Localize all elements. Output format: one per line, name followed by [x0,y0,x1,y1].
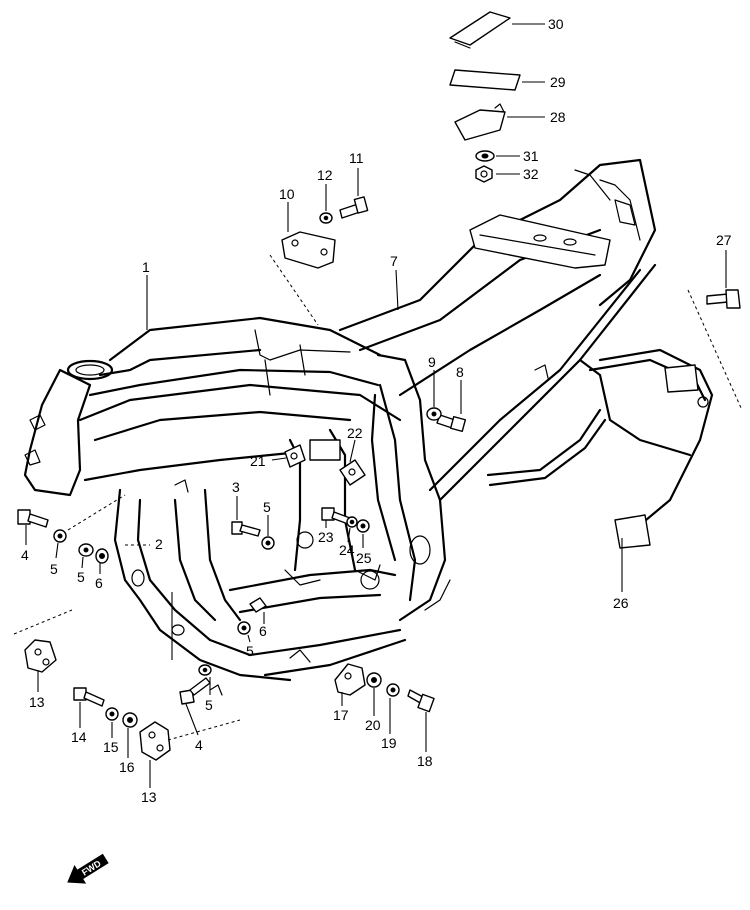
label-3: 3 [232,479,240,495]
label-4-left: 4 [21,547,29,563]
part-4-bolt-lower [179,677,211,736]
label-5-center: 5 [246,643,254,659]
label-26: 26 [613,595,629,611]
part-4-bolt-left [17,509,49,545]
part-6-spacer-left [95,548,109,574]
label-12: 12 [317,167,333,183]
part-29-pad [449,69,545,91]
label-31: 31 [523,148,539,164]
label-4-lower: 4 [195,737,203,753]
part-18-bolt [407,689,435,752]
label-8: 8 [456,364,464,380]
forward-direction-arrow: FWD [67,853,109,884]
part-22-plate [339,439,366,486]
label-24: 24 [339,542,355,558]
part-3-bolt [231,496,261,537]
label-13-lower: 13 [141,789,157,805]
part-16-spacer [122,712,138,758]
part-13-plate-lower [139,592,241,788]
part-5-washer-left [53,494,126,559]
part-8-bolt [436,380,467,433]
part-12-washer [319,184,333,224]
label-5-upper: 5 [263,499,271,515]
leader-7 [395,269,399,311]
label-17: 17 [333,707,349,723]
part-25-washer [356,519,370,548]
label-16: 16 [119,759,135,775]
label-6-left: 6 [95,575,103,591]
label-23: 23 [318,529,334,545]
label-19: 19 [381,735,397,751]
part-10-bracket [269,202,336,326]
label-18: 18 [417,753,433,769]
seat-rail [338,158,657,502]
part-14-bolt [73,687,105,728]
part-24-washer [346,516,358,543]
part-5-washer-center [237,621,251,643]
label-1: 1 [142,259,150,275]
part-27-bolt [687,250,743,411]
label-5-mid: 5 [77,569,85,585]
label-14: 14 [71,729,87,745]
part-32-nut [475,165,520,183]
label-2: 2 [155,536,163,552]
part-11-bolt [339,168,369,219]
label-32: 32 [523,166,539,182]
fwd-arrow-icon [67,853,109,884]
label-29: 29 [550,74,566,90]
label-27: 27 [716,232,732,248]
part-13-plate-left [13,609,73,692]
part-9-washer [426,370,442,421]
part-6-spacer-center [249,597,267,624]
label-21: 21 [250,453,266,469]
label-30: 30 [548,16,564,32]
part-20-spacer [366,672,382,716]
label-15: 15 [103,739,119,755]
label-9: 9 [428,354,436,370]
part-5-washer-mid [78,543,94,569]
label-5-left: 5 [50,561,58,577]
part-30-strap [449,11,545,49]
part-28-bracket [454,103,545,141]
label-6-center: 6 [259,623,267,639]
label-28: 28 [550,109,566,125]
part-15-washer [105,707,119,738]
part-5-washer-lower [198,664,212,695]
label-22: 22 [347,425,363,441]
part-17-plate [334,663,366,706]
label-10: 10 [279,186,295,202]
part-31-washer [475,150,520,162]
label-20: 20 [365,717,381,733]
part-number-labels: 1 2 3 4 4 5 5 5 5 5 6 6 7 8 9 10 11 12 1… [21,16,732,805]
label-5-lower: 5 [205,697,213,713]
label-11: 11 [349,150,364,166]
rear-subframe-bracket [486,348,714,549]
part-5-washer-upper [261,515,275,550]
part-21-plate [271,444,306,468]
label-13-left: 13 [29,694,45,710]
label-25: 25 [356,550,372,566]
label-7: 7 [390,253,398,269]
part-19-washer [386,683,400,734]
